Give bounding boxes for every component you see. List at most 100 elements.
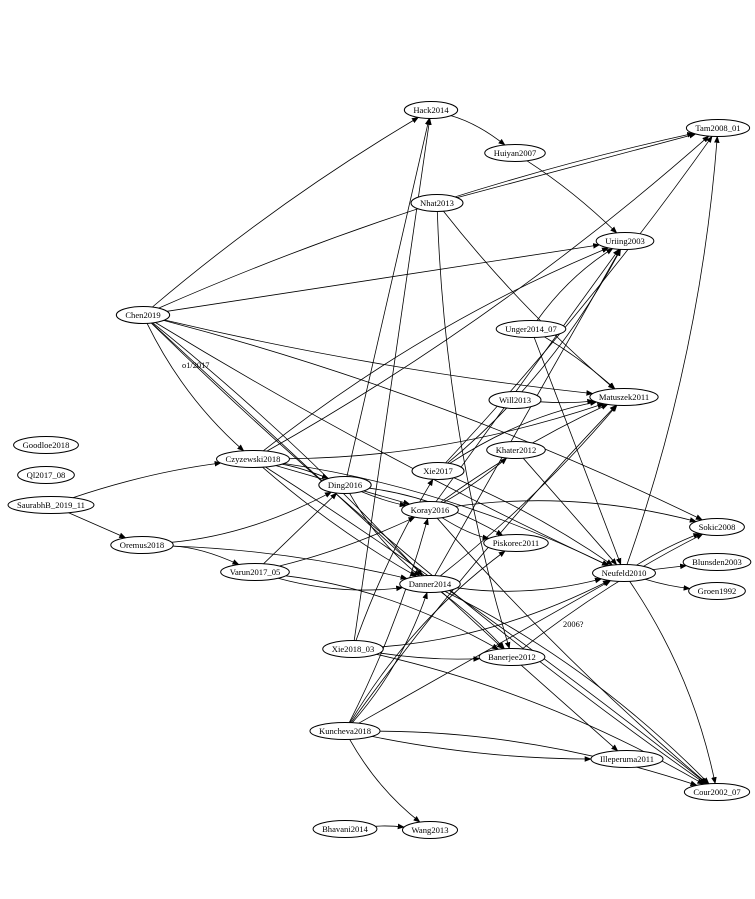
edge-chen2019-to-neufeld2010 bbox=[155, 322, 609, 566]
edge-path bbox=[540, 398, 595, 405]
node-label: Tam2008_01 bbox=[695, 123, 740, 133]
node-label: Koray2016 bbox=[411, 505, 450, 515]
node-blunsden2003[interactable]: Blunsden2003 bbox=[682, 553, 752, 571]
edge-path bbox=[450, 115, 506, 146]
node-czyzewski2018[interactable]: Czyzewski2018 bbox=[216, 450, 290, 468]
node-uriing2003[interactable]: Uriing2003 bbox=[595, 232, 655, 250]
edge-path bbox=[444, 591, 710, 785]
node-ellipse bbox=[478, 648, 546, 666]
node-layer: Tam2008_01 Hack2014Huiyan2007Nhat2013Urii… bbox=[7, 101, 752, 839]
node-label: Oremus2018 bbox=[120, 540, 164, 550]
node-xie2018-03[interactable]: Xie2018_03 bbox=[322, 640, 384, 658]
node-label: Groen1992 bbox=[698, 586, 737, 596]
edge-varun2017-05-to-banerjee2012 bbox=[285, 575, 500, 650]
node-bhavani2014[interactable]: Bhavani2014 bbox=[312, 820, 378, 838]
edge-path bbox=[263, 247, 609, 452]
node-piskorec2011[interactable]: Piskorec2011 bbox=[483, 534, 549, 552]
node-ql2017-08[interactable]: Ql2017_08 bbox=[17, 466, 75, 484]
node-label: Varun2017_05 bbox=[230, 567, 281, 577]
node-wang2013[interactable]: Wang2013 bbox=[401, 821, 459, 839]
edge-ding2016-to-danner2014 bbox=[349, 493, 421, 577]
edge-banerjee2012-to-illeperuma2011 bbox=[520, 664, 619, 752]
node-ellipse bbox=[312, 820, 378, 838]
node-unger2014-07[interactable]: Unger2014_07 bbox=[495, 320, 567, 338]
edge-path bbox=[349, 739, 421, 823]
node-neufeld2010[interactable]: Neufeld2010 bbox=[592, 564, 656, 582]
node-label: Uriing2003 bbox=[605, 236, 645, 246]
edge-chen2019-to-matuszek2011 bbox=[164, 319, 594, 396]
node-koray2016[interactable]: Koray2016 bbox=[401, 501, 459, 519]
node-ellipse bbox=[13, 436, 79, 454]
edge-xie2018-03-to-hack2014 bbox=[353, 117, 432, 641]
edge-danner2014-to-cour2002-07 bbox=[444, 591, 710, 785]
node-label: Xie2017 bbox=[423, 466, 453, 476]
edge-chen2019-to-uriing2003 bbox=[166, 243, 601, 312]
edge-nhat2013-to-matuszek2011 bbox=[443, 210, 615, 390]
node-cour2002-07[interactable]: Cour2002_07 bbox=[683, 783, 751, 801]
edge-label-layer: o1/2017 2006? bbox=[182, 361, 584, 629]
edge-path bbox=[289, 403, 605, 460]
node-groen1992[interactable]: Groen1992 bbox=[688, 582, 746, 600]
edge-koray2016-to-cour2002-07 bbox=[436, 517, 708, 785]
node-chen2019[interactable]: Chen2019 bbox=[115, 306, 171, 324]
edge-neufeld2010-to-tam2008-01 bbox=[626, 135, 720, 565]
node-will2013[interactable]: Will2013 bbox=[488, 391, 542, 409]
node-ellipse bbox=[110, 536, 174, 554]
node-ellipse bbox=[399, 575, 461, 593]
edge-xie2018-03-to-banerjee2012 bbox=[379, 652, 481, 662]
edge-path bbox=[453, 477, 614, 566]
edge-path bbox=[629, 581, 717, 785]
edge-saurabhb-2019-11-to-czyzewski2018 bbox=[72, 461, 222, 499]
node-khater2012[interactable]: Khater2012 bbox=[486, 441, 546, 459]
edge-danner2014-to-uriing2003 bbox=[434, 248, 621, 576]
node-label: Hack2014 bbox=[413, 105, 449, 115]
edge-czyzewski2018-to-ding2016 bbox=[281, 463, 329, 479]
node-saurabhb-2019-11[interactable]: SaurabhB_2019_11 bbox=[7, 496, 95, 514]
edge-bhavani2014-to-wang2013 bbox=[375, 823, 405, 830]
node-oremus2018[interactable]: Oremus2018 bbox=[110, 536, 174, 554]
edge-path bbox=[262, 466, 418, 577]
node-ding2016[interactable]: Ding2016 bbox=[318, 476, 372, 494]
edge-path bbox=[379, 652, 481, 662]
node-ellipse bbox=[309, 722, 381, 740]
node-ellipse bbox=[322, 640, 384, 658]
edge-path bbox=[172, 545, 408, 580]
edge-path bbox=[644, 578, 691, 591]
node-varun2017-05[interactable]: Varun2017_05 bbox=[220, 563, 290, 581]
edge-neufeld2010-to-blunsden2003 bbox=[652, 563, 688, 570]
node-kuncheva2018[interactable]: Kuncheva2018 bbox=[309, 722, 381, 740]
node-banerjee2012[interactable]: Banerjee2012 bbox=[478, 648, 546, 666]
node-tam2008-01[interactable]: Tam2008_01 bbox=[685, 119, 751, 137]
node-hack2014[interactable]: Hack2014 bbox=[403, 101, 459, 119]
edge-koray2016-to-piskorec2011 bbox=[441, 517, 490, 541]
node-xie2017[interactable]: Xie2017 bbox=[411, 462, 465, 480]
node-label: Banerjee2012 bbox=[488, 652, 536, 662]
edge-path bbox=[158, 132, 695, 309]
node-label: Piskorec2011 bbox=[493, 538, 539, 548]
edge-path bbox=[436, 517, 708, 785]
edge-kuncheva2018-to-illeperuma2011 bbox=[371, 736, 592, 762]
edge-path bbox=[277, 577, 404, 592]
edge-path bbox=[522, 457, 618, 566]
node-illeperuma2011[interactable]: Illeperuma2011 bbox=[590, 750, 664, 768]
node-matuszek2011[interactable]: Matuszek2011 bbox=[589, 388, 659, 406]
node-huiyan2007[interactable]: Huiyan2007 bbox=[484, 144, 546, 162]
node-nhat2013[interactable]: Nhat2013 bbox=[410, 194, 464, 212]
node-label: Ding2016 bbox=[328, 480, 363, 490]
node-label: Huiyan2007 bbox=[494, 148, 537, 158]
edge-hack2014-to-huiyan2007 bbox=[450, 115, 506, 146]
edge-layer bbox=[68, 115, 720, 830]
edge-neufeld2010-to-sokic2008 bbox=[636, 533, 701, 566]
node-label: Nhat2013 bbox=[420, 198, 454, 208]
edge-path bbox=[349, 550, 506, 723]
edge-path bbox=[281, 463, 329, 479]
edge-czyzewski2018-to-uriing2003 bbox=[263, 247, 609, 452]
node-sokic2008[interactable]: Sokic2008 bbox=[689, 518, 745, 536]
node-goodloe2018[interactable]: Goodloe2018 bbox=[13, 436, 79, 454]
edge-ding2016-to-hack2014 bbox=[346, 117, 431, 477]
edge-path bbox=[146, 323, 245, 452]
edge-unger2014-07-to-matuszek2011 bbox=[544, 336, 616, 390]
edge-nhat2013-to-tam2008-01 bbox=[456, 132, 697, 198]
node-danner2014[interactable]: Danner2014 bbox=[399, 575, 461, 593]
